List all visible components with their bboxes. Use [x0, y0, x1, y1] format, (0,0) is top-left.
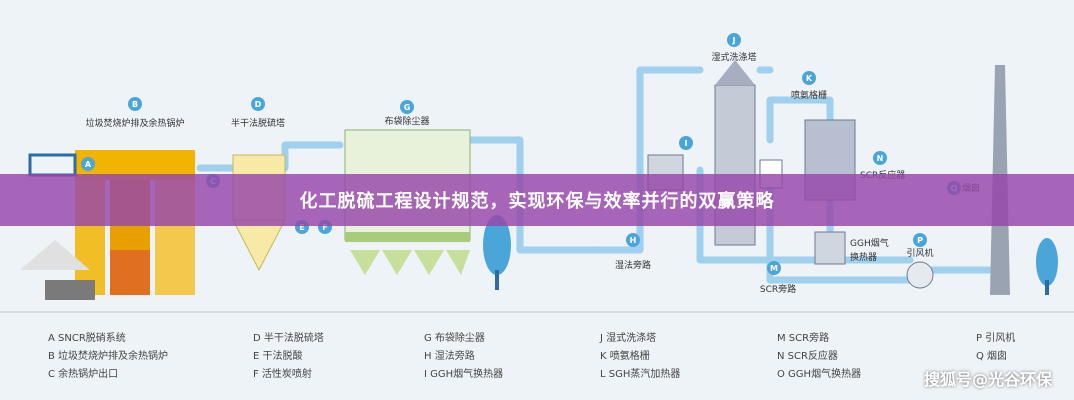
label-incinerator: 垃圾焚烧炉排及余热锅炉: [85, 117, 184, 129]
svg-text:J: J: [732, 36, 736, 45]
label-ggh-line1: GGH烟气: [850, 237, 889, 249]
label-baghouse: 布袋除尘器: [384, 115, 429, 127]
legend-item: H 湿法旁路: [424, 351, 475, 362]
badge-I: I: [679, 136, 693, 150]
badge-H: H: [626, 233, 640, 247]
label-fan: 引风机: [906, 247, 933, 259]
legend-item: N SCR反应器: [777, 351, 838, 362]
legend-item: G 布袋除尘器: [424, 333, 485, 344]
banner-title: 化工脱硫工程设计规范，实现环保与效率并行的双赢策略: [299, 191, 775, 212]
svg-text:G: G: [404, 103, 411, 112]
legend-col-3: G 布袋除尘器 H 湿法旁路 I GGH烟气换热器: [424, 330, 503, 384]
badge-G: G: [400, 100, 414, 114]
label-ggh-line2: 换热器: [850, 251, 877, 263]
label-wet-bypass: 湿法旁路: [615, 259, 651, 271]
svg-text:E: E: [299, 223, 304, 232]
legend-item: J 湿式洗涤塔: [600, 333, 657, 344]
ggh-exchanger-o: [814, 231, 846, 265]
label-scr-bypass: SCR旁路: [760, 283, 796, 295]
legend-col-1: A SNCR脱硝系统 B 垃圾焚烧炉排及余热锅炉 C 余热锅炉出口: [48, 330, 168, 384]
legend-item: B 垃圾焚烧炉排及余热锅炉: [48, 351, 169, 362]
legend-item: D 半干法脱硫塔: [253, 333, 324, 344]
watermark: 搜狐号@光谷环保: [923, 370, 1052, 389]
svg-text:A: A: [85, 160, 92, 169]
svg-text:I: I: [685, 139, 688, 148]
svg-text:N: N: [877, 154, 884, 163]
svg-text:P: P: [917, 236, 923, 245]
label-wet-scrubber: 湿式洗涤塔: [711, 51, 756, 63]
legend-col-4: J 湿式洗涤塔 K 喷氨格栅 L SGH蒸汽加热器: [600, 330, 680, 384]
legend-item: I GGH烟气换热器: [424, 369, 504, 380]
badge-K: K: [802, 71, 816, 85]
legend-item: E 干法脱酸: [253, 351, 303, 362]
tree-decoration-right: [1036, 238, 1058, 295]
legend-item: A SNCR脱硝系统: [48, 333, 126, 344]
legend-item: L SGH蒸汽加热器: [600, 369, 681, 380]
badge-M: M: [767, 261, 781, 275]
svg-text:D: D: [255, 100, 262, 109]
legend-item: Q 烟囱: [976, 351, 1008, 362]
svg-text:M: M: [770, 264, 778, 273]
induced-draft-fan: [906, 261, 934, 289]
svg-text:K: K: [806, 74, 813, 83]
svg-text:F: F: [322, 223, 327, 232]
legend-item: C 余热锅炉出口: [48, 369, 119, 380]
badge-P: P: [913, 233, 927, 247]
legend-item: F 活性炭喷射: [253, 369, 312, 380]
legend-item: M SCR旁路: [777, 333, 830, 344]
label-ammonia-grid: 喷氨格栅: [791, 89, 827, 101]
legend-col-5: M SCR旁路 N SCR反应器 O GGH烟气换热器: [777, 330, 861, 384]
badge-J: J: [727, 33, 741, 47]
svg-text:B: B: [132, 100, 138, 109]
legend-col-6: P 引风机 Q 烟囱: [976, 330, 1015, 366]
legend-col-2: D 半干法脱硫塔 E 干法脱酸 F 活性炭喷射: [253, 330, 324, 384]
badge-B: B: [128, 97, 142, 111]
svg-text:H: H: [630, 236, 637, 245]
tree-decoration: [483, 215, 511, 290]
legend-item: O GGH烟气换热器: [777, 369, 862, 380]
legend-item: P 引风机: [976, 333, 1016, 344]
badge-A: A: [81, 157, 95, 171]
badge-D: D: [251, 97, 265, 111]
badge-N: N: [873, 151, 887, 165]
legend-item: K 喷氨格栅: [600, 351, 650, 362]
title-banner: 化工脱硫工程设计规范，实现环保与效率并行的双赢策略: [0, 174, 1074, 226]
label-semi-dry-scrubber: 半干法脱硫塔: [231, 117, 285, 129]
